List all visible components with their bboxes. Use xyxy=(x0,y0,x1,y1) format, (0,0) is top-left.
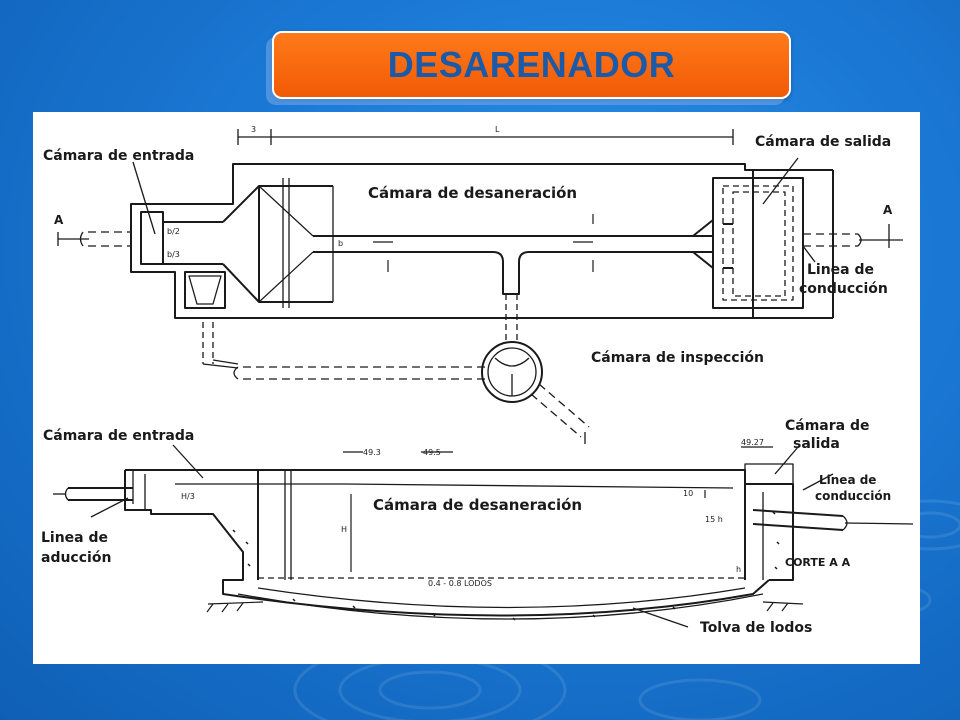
plan-outlet-pipe xyxy=(803,233,858,247)
section-dim-4927: 49.27 xyxy=(741,438,764,447)
section-dim-493a: 49.3 xyxy=(363,448,381,457)
page-title: DESARENADOR xyxy=(387,44,676,85)
section-label-linea-aduccion-line2: aducción xyxy=(41,550,111,566)
section-dim-15h: 15 h xyxy=(705,515,723,524)
plan-section-marker-right: A xyxy=(883,203,893,217)
section-ground-hatch xyxy=(206,601,804,613)
section-leader-lines xyxy=(172,444,834,628)
plan-central-channel xyxy=(313,214,713,295)
section-label-lodos: 0.4 - 0.8 LODOS xyxy=(428,579,492,588)
section-label-camara-desaneracion: Cámara de desaneración xyxy=(373,496,582,514)
plan-dim-b2: b/2 xyxy=(167,227,180,236)
plan-labels: Cámara de entrada Cámara de salida Cámar… xyxy=(43,125,893,366)
plan-dim-b: b xyxy=(338,239,343,248)
section-label-camara-entrada: Cámara de entrada xyxy=(43,428,194,444)
plan-label-linea-conduccion-line2: conducción xyxy=(799,281,888,297)
plan-label-camara-inspeccion: Cámara de inspección xyxy=(591,350,764,366)
section-dim-h: h xyxy=(736,565,741,574)
plan-section-marker-left: A xyxy=(54,213,64,227)
plan-label-camara-entrada: Cámara de entrada xyxy=(43,148,194,164)
section-dim-H: H xyxy=(341,525,347,534)
section-labels: Cámara de entrada Cámara de salida Linea… xyxy=(41,418,891,636)
plan-label-linea-conduccion-line1: Linea de xyxy=(807,262,874,278)
plan-dim-L: L xyxy=(495,125,500,134)
section-outlet-pipe xyxy=(752,484,914,531)
section-label-linea-conduccion-line1: Linea de xyxy=(819,473,876,487)
section-label-tolva-lodos: Tolva de lodos xyxy=(700,620,812,636)
plan-dim-b3: b/3 xyxy=(167,250,180,259)
section-inlet-pipe xyxy=(53,487,133,518)
section-dim-10: 10 xyxy=(683,489,693,498)
plan-entrance-chamber xyxy=(140,211,226,309)
desarenador-drawing: Cámara de entrada Cámara de salida Cámar… xyxy=(41,125,914,636)
section-concrete-hatch xyxy=(232,511,780,621)
section-dim-H3: H/3 xyxy=(181,492,195,501)
plan-label-camara-desaneracion: Cámara de desaneración xyxy=(368,184,577,202)
title-banner: DESARENADOR xyxy=(272,31,791,99)
section-label-corte: CORTE A A xyxy=(785,556,851,569)
section-outlet-chamber xyxy=(744,463,794,485)
plan-tank-outline xyxy=(130,163,754,319)
section-label-linea-conduccion-line2: conducción xyxy=(815,489,891,503)
plan-inspection-chamber xyxy=(202,294,590,444)
plan-inlet-pipe xyxy=(88,231,131,247)
section-label-camara-salida-line2: salida xyxy=(793,436,840,452)
plan-dimension-line xyxy=(237,129,734,145)
drawing-panel: Cámara de entrada Cámara de salida Cámar… xyxy=(33,112,920,664)
plan-leader-lines xyxy=(132,157,816,263)
section-label-camara-salida-line1: Cámara de xyxy=(785,418,870,434)
plan-inlet-transition xyxy=(222,178,334,308)
section-label-linea-aduccion-line1: Linea de xyxy=(41,530,108,546)
plan-outlet-chamber xyxy=(692,177,804,309)
section-dim-493b: 49.5 xyxy=(423,448,441,457)
plan-dim-3: 3 xyxy=(251,125,256,134)
plan-label-camara-salida: Cámara de salida xyxy=(755,134,891,150)
